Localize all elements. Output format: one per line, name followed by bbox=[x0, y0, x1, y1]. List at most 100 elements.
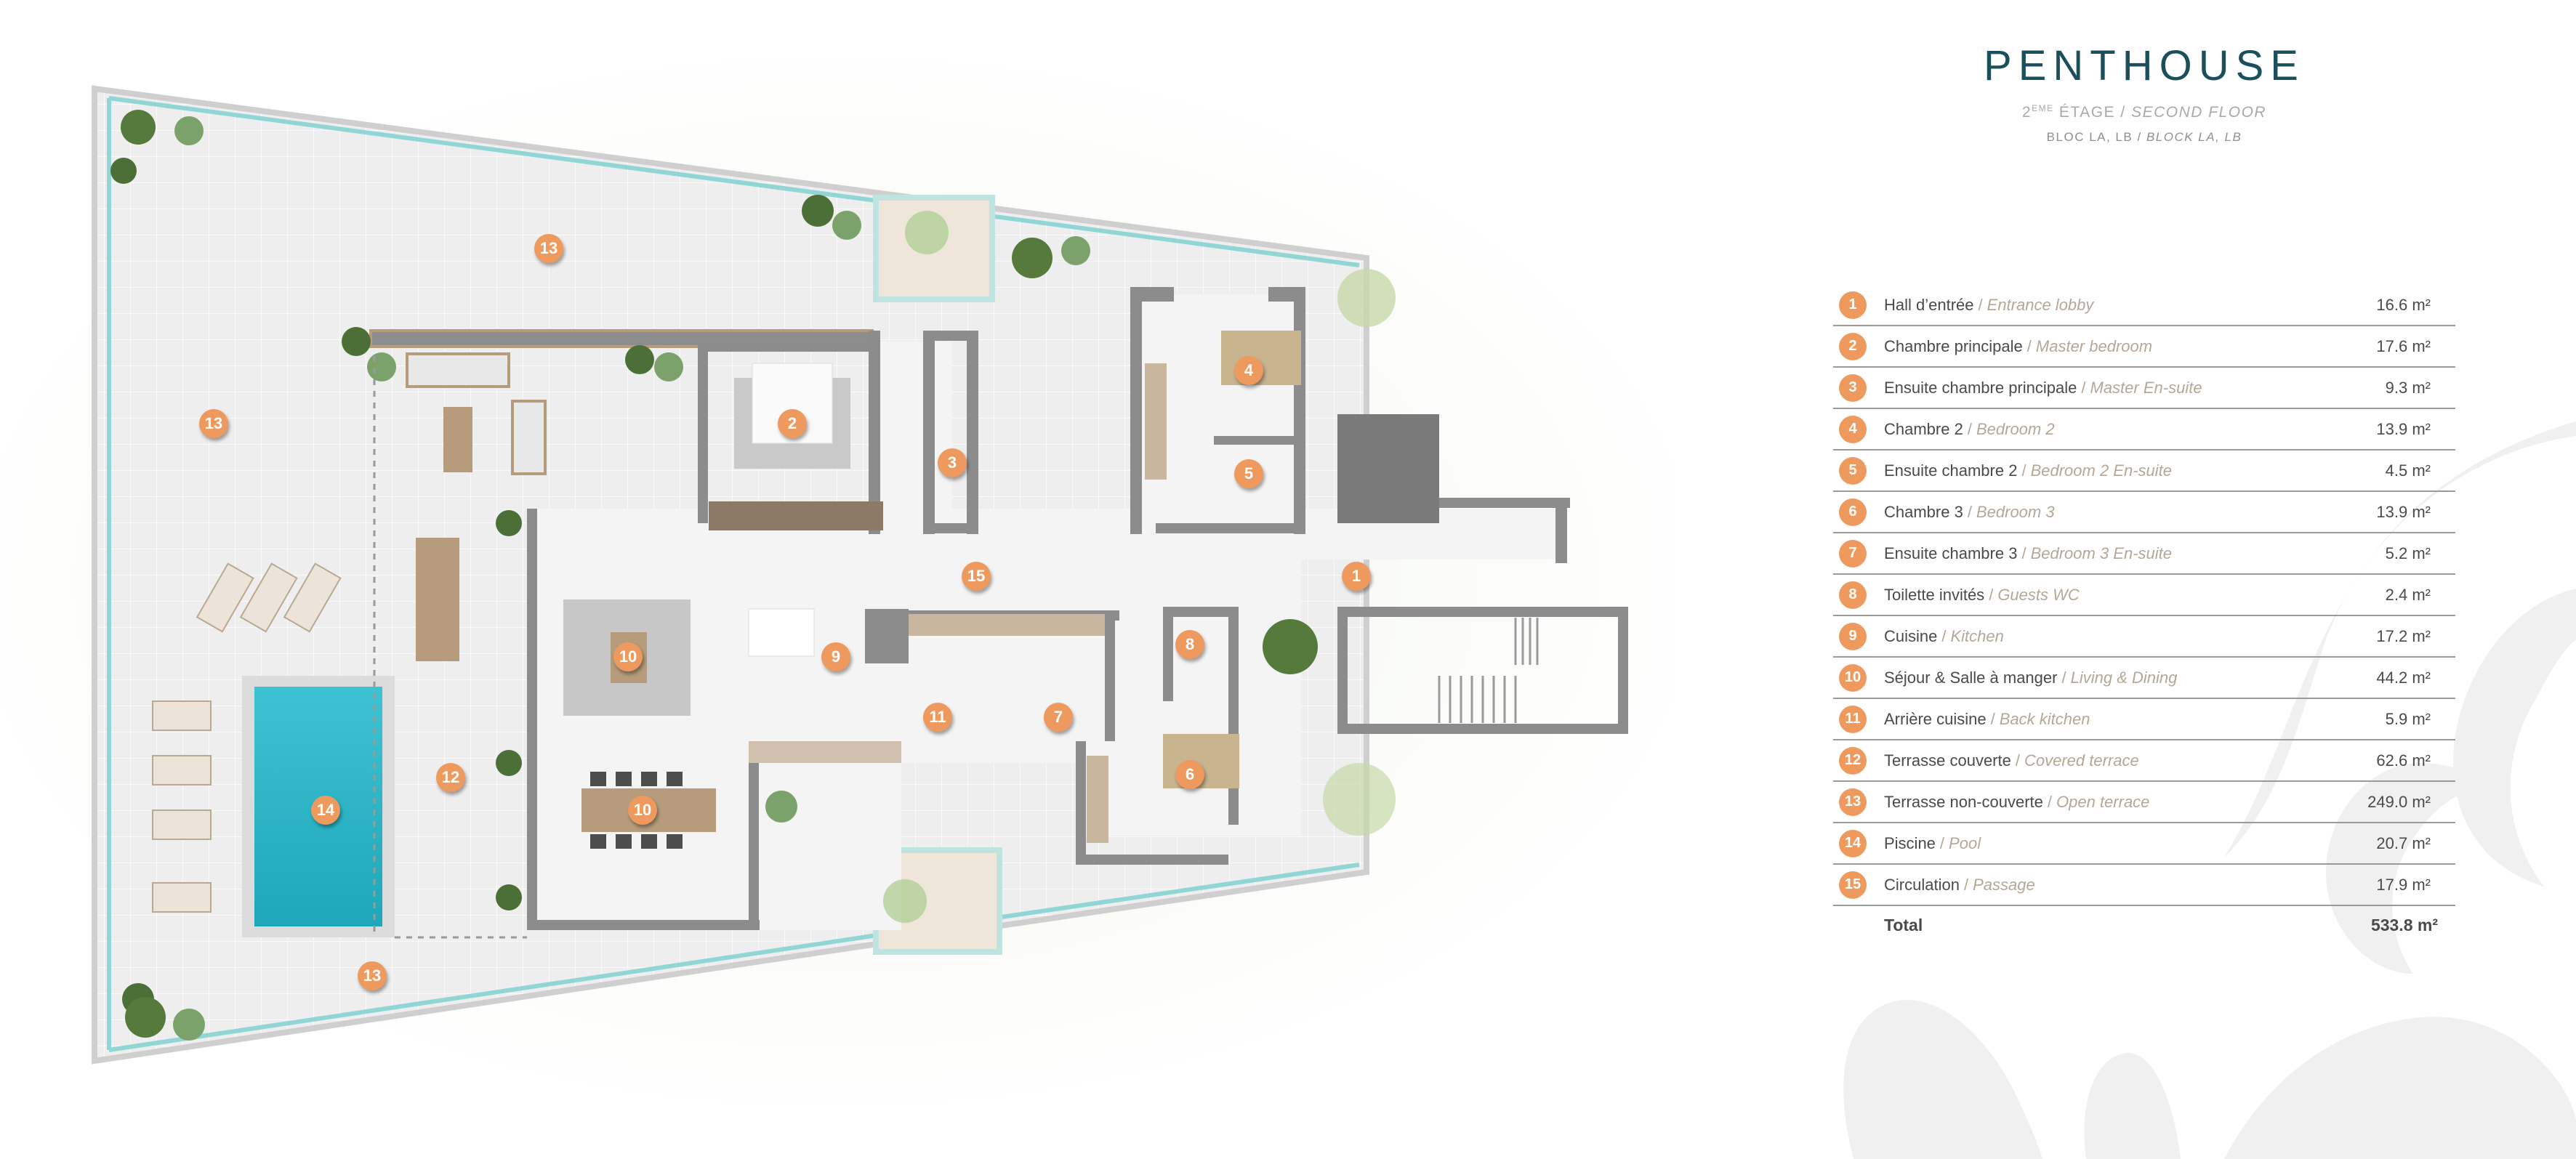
name-separator: / bbox=[1967, 502, 1972, 521]
room-marker-3: 3 bbox=[938, 448, 967, 477]
room-marker-1: 1 bbox=[1342, 562, 1371, 591]
room-number-badge: 3 bbox=[1839, 373, 1867, 402]
room-number-badge: 11 bbox=[1839, 705, 1867, 733]
room-marker-13: 13 bbox=[358, 961, 387, 990]
name-separator: / bbox=[2081, 378, 2086, 397]
room-area: 249.0 m² bbox=[2367, 792, 2431, 811]
room-area: 13.9 m² bbox=[2376, 419, 2431, 438]
page-header: PENTHOUSE 2EME ÉTAGE / SECOND FLOOR BLOC… bbox=[1875, 45, 2413, 145]
room-number-badge: 12 bbox=[1839, 746, 1867, 775]
room-name-fr: Cuisine bbox=[1884, 626, 1938, 645]
dining-chairs bbox=[590, 772, 683, 849]
name-separator: / bbox=[2021, 544, 2026, 562]
room-marker-15: 15 bbox=[962, 562, 991, 591]
room-marker-9: 9 bbox=[821, 642, 850, 671]
room-name-en: Guests WC bbox=[1997, 585, 2080, 604]
block-label-en: BLOCK LA, LB bbox=[2146, 130, 2242, 144]
room-marker-4: 4 bbox=[1234, 356, 1263, 385]
bedroom3-wardrobe bbox=[1087, 756, 1108, 843]
room-name-en: Master En-suite bbox=[2090, 378, 2202, 397]
covered-terrace-outline bbox=[373, 356, 527, 939]
room-name-fr: Chambre 3 bbox=[1884, 502, 1963, 521]
outdoor-armchair bbox=[511, 400, 547, 475]
room-name-fr: Hall d’entrée bbox=[1884, 295, 1974, 314]
floor-label-en: SECOND FLOOR bbox=[2131, 104, 2267, 121]
name-separator: / bbox=[2047, 792, 2053, 811]
room-name-en: Master bedroom bbox=[2035, 336, 2153, 355]
name-separator: / bbox=[1967, 419, 1972, 438]
room-name-en: Kitchen bbox=[1950, 626, 2004, 645]
room-name-en: Passage bbox=[1973, 875, 2035, 894]
room-name-fr: Arrière cuisine bbox=[1884, 709, 1987, 728]
room-marker-7: 7 bbox=[1044, 703, 1073, 732]
room-marker-5: 5 bbox=[1234, 459, 1263, 488]
floor-plan: 13 13 13 2 3 4 5 15 1 10 9 8 7 11 12 14 … bbox=[0, 58, 1672, 1105]
room-number-badge: 1 bbox=[1839, 291, 1867, 319]
bedroom2-wardrobe bbox=[1145, 363, 1167, 480]
room-number-badge: 7 bbox=[1839, 539, 1867, 568]
floor-suffix: EME bbox=[2032, 103, 2054, 113]
room-area: 4.5 m² bbox=[2385, 461, 2431, 480]
room-marker-13: 13 bbox=[534, 234, 563, 263]
name-separator: / bbox=[1989, 585, 1994, 604]
room-name-fr: Terrasse couverte bbox=[1884, 751, 2011, 770]
floor-plan-drawing bbox=[0, 58, 1672, 1105]
decorative-swirl bbox=[1843, 421, 2576, 1159]
room-area: 13.9 m² bbox=[2376, 502, 2431, 521]
room-area: 5.2 m² bbox=[2385, 544, 2431, 562]
room-name-fr: Circulation bbox=[1884, 875, 1960, 894]
table-row: 8 Toilette invités/Guests WC 2.4 m² bbox=[1833, 575, 2455, 616]
room-number-badge: 10 bbox=[1839, 663, 1867, 692]
floor-label-fr: ÉTAGE bbox=[2058, 104, 2116, 121]
total-area: 533.8 m² bbox=[2370, 915, 2438, 934]
room-number-badge: 9 bbox=[1839, 622, 1867, 650]
room-name-en: Covered terrace bbox=[2024, 751, 2139, 770]
staircase bbox=[1438, 618, 1539, 723]
room-number-badge: 14 bbox=[1839, 829, 1867, 857]
room-area: 2.4 m² bbox=[2385, 585, 2431, 604]
room-area: 20.7 m² bbox=[2376, 833, 2431, 852]
room-name-fr: Chambre 2 bbox=[1884, 419, 1963, 438]
room-name-en: Bedroom 2 En-suite bbox=[2030, 461, 2172, 480]
page-title: PENTHOUSE bbox=[1984, 42, 2305, 89]
room-name-en: Bedroom 3 En-suite bbox=[2030, 544, 2172, 562]
name-separator: / bbox=[2026, 336, 2032, 355]
room-marker-6: 6 bbox=[1175, 760, 1204, 789]
room-marker-11: 11 bbox=[923, 703, 952, 732]
glass-balustrade-bottom bbox=[108, 863, 1360, 1052]
room-number-badge: 8 bbox=[1839, 581, 1867, 609]
room-name-fr: Séjour & Salle à manger bbox=[1884, 668, 2058, 687]
floor-number: 2 bbox=[2021, 104, 2032, 121]
room-marker-14: 14 bbox=[311, 796, 340, 825]
room-name-fr: Toilette invités bbox=[1884, 585, 1985, 604]
total-label: Total bbox=[1884, 915, 1923, 934]
room-name-fr: Ensuite chambre 3 bbox=[1884, 544, 2018, 562]
room-name-fr: Terrasse non-couverte bbox=[1884, 792, 2043, 811]
kitchen-unit bbox=[865, 609, 909, 663]
room-name-fr: Piscine bbox=[1884, 833, 1936, 852]
room-area: 17.9 m² bbox=[2376, 875, 2431, 894]
outdoor-daybed bbox=[443, 407, 472, 472]
room-name-en: Entrance lobby bbox=[1987, 295, 2094, 314]
tv-cabinet bbox=[709, 501, 883, 530]
outdoor-dining-table bbox=[416, 538, 459, 661]
room-number-badge: 5 bbox=[1839, 456, 1867, 485]
room-number-badge: 15 bbox=[1839, 871, 1867, 899]
room-area: 62.6 m² bbox=[2376, 751, 2431, 770]
block-label-fr: BLOC LA, LB bbox=[2046, 130, 2133, 144]
name-separator: / bbox=[2061, 668, 2066, 687]
glass-balustrade-top bbox=[108, 96, 1360, 267]
